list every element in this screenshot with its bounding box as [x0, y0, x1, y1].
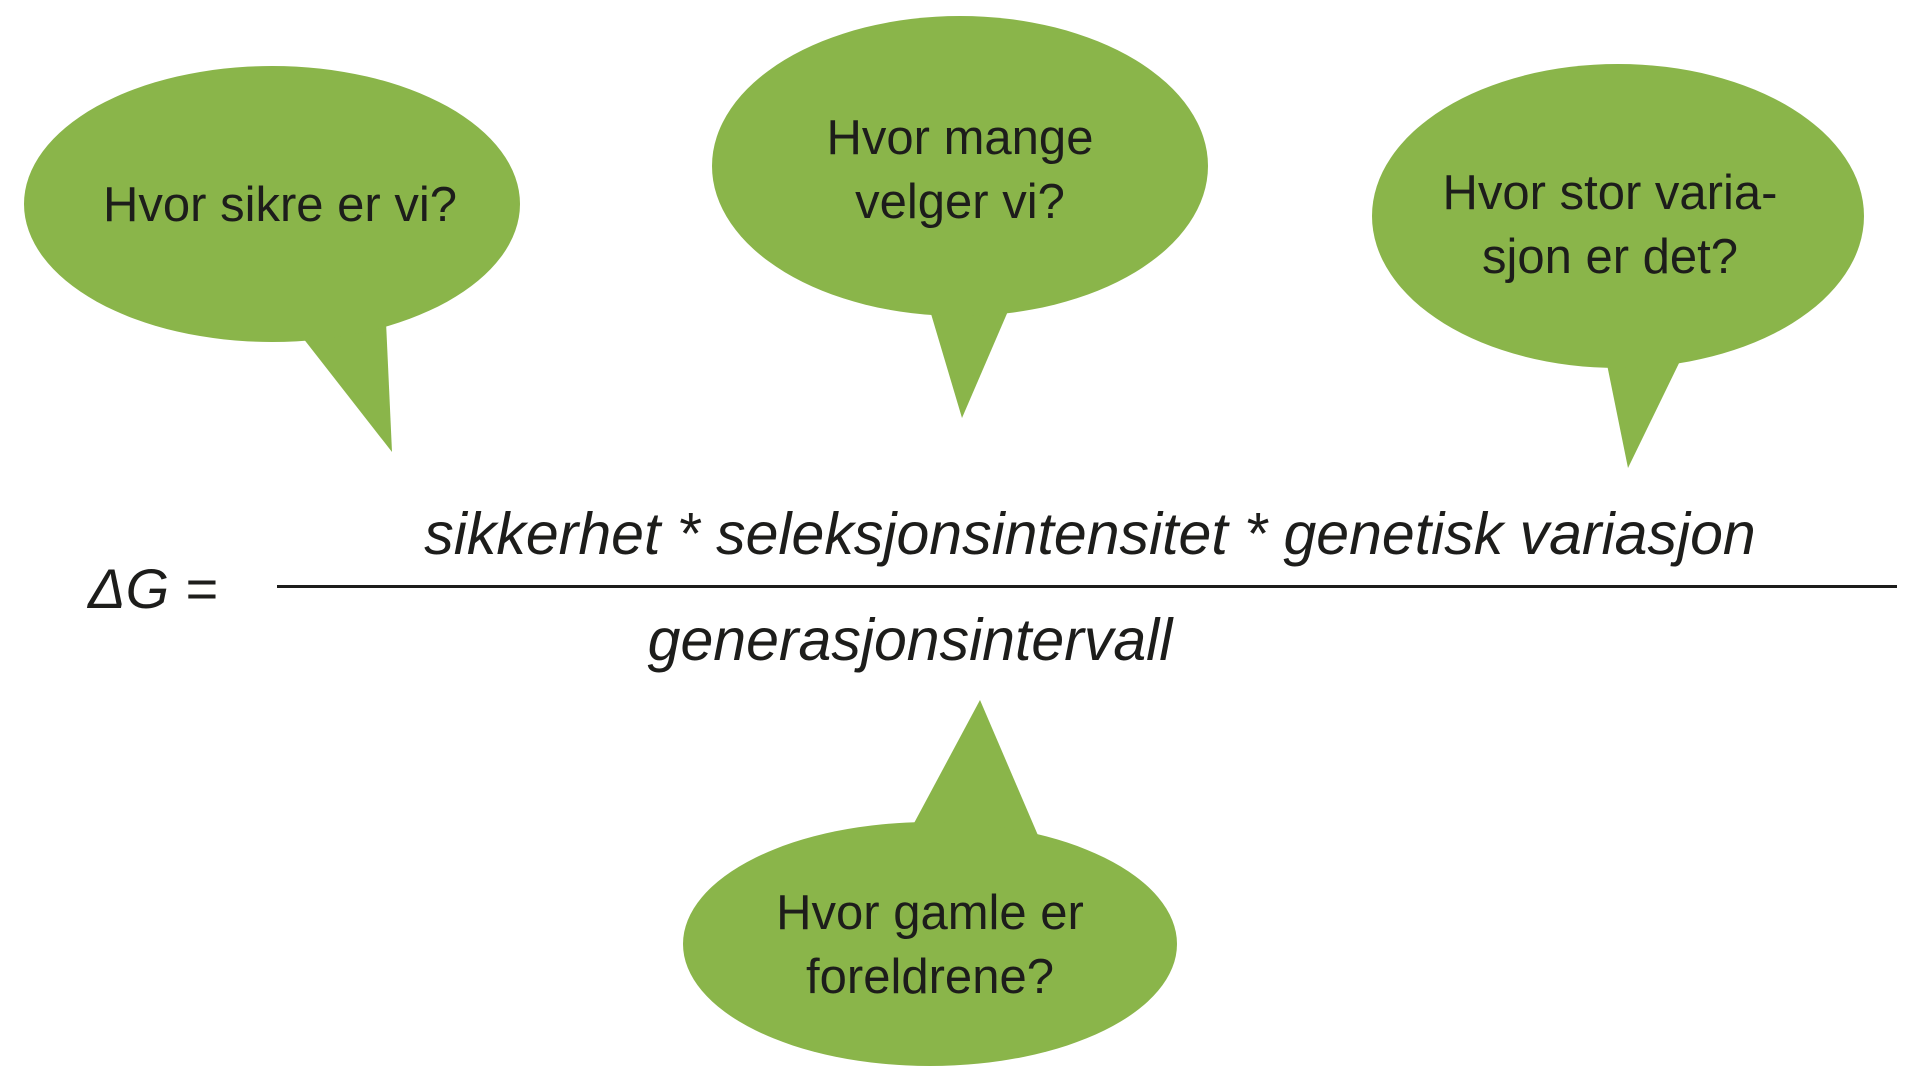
speech-bubble-interval-text: Hvor gamle er foreldrene? [776, 886, 1084, 1004]
speech-bubble-variation-body [1372, 64, 1864, 368]
speech-bubble-intensity-body [712, 16, 1208, 316]
formula-denominator: generasjonsintervall [647, 607, 1173, 673]
speech-bubble-intensity [712, 16, 1208, 418]
speech-bubble-accuracy [24, 66, 520, 452]
formula-numerator: sikkerhet * seleksjonsintensitet * genet… [424, 501, 1756, 567]
speech-bubble-accuracy-body [24, 66, 520, 342]
speech-bubble-intensity-text: Hvor mange velger vi? [826, 111, 1094, 229]
speech-bubble-interval-body [683, 822, 1177, 1066]
formula-lhs: ΔG = [88, 557, 218, 620]
speech-bubble-variation [1372, 64, 1864, 468]
speech-bubble-interval-tail [905, 700, 1040, 840]
speech-bubble-interval [683, 700, 1177, 1066]
speech-bubble-accuracy-text: Hvor sikre er vi? [103, 178, 457, 232]
fraction-line [277, 585, 1897, 588]
speech-bubble-variation-text: Hvor stor varia- sjon er det? [1442, 166, 1778, 284]
